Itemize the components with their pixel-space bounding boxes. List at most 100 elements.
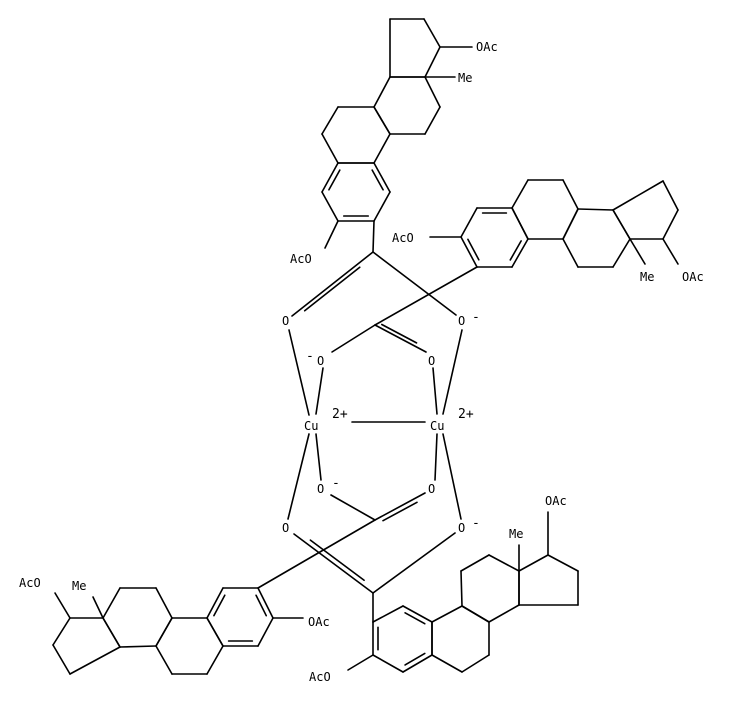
ring-bond [562,179,579,210]
ring-bond [461,654,490,673]
bond [432,367,438,415]
double-bond-line [404,652,426,666]
ring-bond [461,605,490,623]
ring-bond [662,180,679,211]
right-steroid-oac-label: OAc [682,270,704,284]
bond [331,324,376,353]
ring-bond [662,209,679,240]
ring-bond [69,646,121,675]
ring-bond [460,570,463,607]
ring-bond [206,587,224,619]
ring-bond [119,645,157,648]
double-bond-line [255,594,268,617]
ring-bond [424,106,441,135]
right-steroid-aco-label: AcO [392,231,414,245]
bond [374,266,478,326]
ring-bond [424,76,441,108]
ring-bond [206,617,224,647]
ring-bond [372,654,404,673]
copper-charge: 2+ [332,407,348,422]
ring-bond [102,617,121,648]
ring-bond [431,654,463,673]
copper-atom: Cu [304,419,318,433]
top-steroid-methyl-label: Me [458,71,472,85]
bond [92,596,104,619]
bond [442,433,462,520]
bond [372,220,375,253]
double-bond-line [303,266,361,312]
right-steroid-methyl-label: Me [640,270,654,284]
anion-charge: - [306,349,314,364]
oxygen-atom: O [282,521,289,535]
ring-bond [402,605,433,623]
ring-bond [488,554,520,572]
ring-bond [562,238,579,268]
double-bond-line [509,240,522,261]
bond [442,329,463,415]
bond [54,592,71,619]
bond [257,519,376,589]
ring-bond [52,617,71,646]
double-bond-line [309,539,365,582]
ring-bond [511,179,529,209]
ring-bond [206,645,224,675]
bond [330,494,376,521]
copper-atom: Cu [430,419,444,433]
ring-bond [155,587,173,619]
oxygen-atom: O [458,521,465,535]
ring-bond [612,180,664,211]
ring-bond [460,236,478,268]
ring-bond [155,645,173,675]
left-steroid-oac-label: OAc [308,615,330,629]
bond [315,433,322,481]
double-bond-line [467,238,480,261]
ring-bond [460,207,478,238]
ring-bond [257,587,274,619]
bottom-steroid-oac-label: OAc [545,494,567,508]
oxygen-atom: O [428,354,435,368]
bond [288,329,310,416]
ring-bond [102,587,121,619]
ring-bond [518,554,549,572]
bond [324,220,339,249]
anion-charge: - [472,516,480,531]
top-steroid-oac-label: OAc [476,40,498,54]
oxygen-atom: O [317,354,324,368]
anion-charge: - [472,310,480,325]
double-bond-line [382,501,418,522]
ring-bond [372,605,404,623]
ring-bond [321,133,339,164]
oxygen-atom: O [282,314,289,328]
oxygen-atom: O [428,482,435,496]
ring-bond [321,191,339,222]
ring-bond [321,162,339,193]
ring-bond [612,209,631,240]
ring-bond [488,604,520,623]
bond [347,654,374,671]
double-bond-line [381,323,418,344]
bond [291,251,374,317]
ring-bond [155,617,173,647]
ring-bond [547,554,579,572]
ring-bond [402,654,433,673]
bond [287,433,310,520]
ring-bond [562,208,579,240]
bottom-steroid-aco-label: AcO [309,670,331,684]
top-steroid-aco-label: AcO [290,252,312,266]
ring-bond [423,18,441,48]
left-steroid-aco-label: AcO [19,576,41,590]
ring-bond [373,191,391,222]
bond [293,533,374,594]
bond [629,238,646,265]
ring-bond [612,238,631,268]
oxygen-atom: O [458,314,465,328]
bottom-steroid-methyl-label: Me [509,527,523,541]
double-bond-line [328,169,341,191]
bonds [52,18,679,675]
bond [434,433,438,481]
ring-bond [511,238,529,268]
ring-bond [373,76,391,108]
ring-bond [373,133,391,164]
